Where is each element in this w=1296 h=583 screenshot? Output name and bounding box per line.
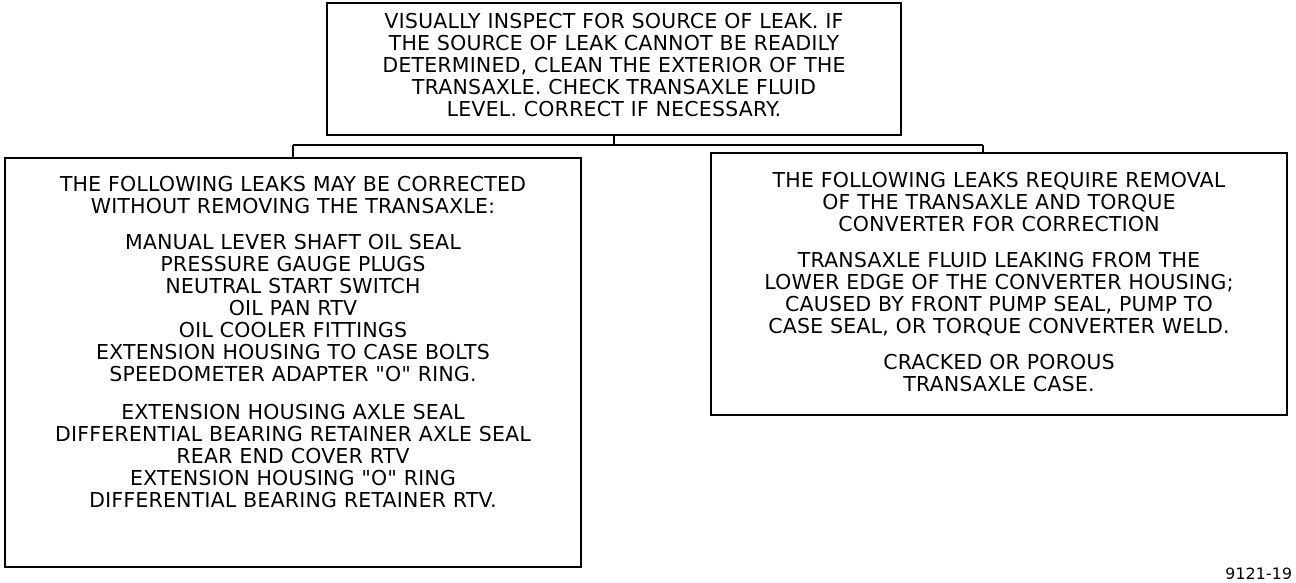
inspect-line: DETERMINED, CLEAN THE EXTERIOR OF THE (382, 53, 846, 77)
leak-item: PRESSURE GAUGE PLUGS (160, 252, 426, 276)
in-vehicle-repairs-box: THE FOLLOWING LEAKS MAY BE CORRECTED WIT… (4, 157, 582, 568)
inspect-line: LEVEL. CORRECT IF NECESSARY. (446, 97, 782, 121)
leak-item: CASE SEAL, OR TORQUE CONVERTER WELD. (768, 314, 1230, 338)
removal-leak-list-2: CRACKED OR POROUS TRANSAXLE CASE. (712, 351, 1286, 395)
leak-item: EXTENSION HOUSING AXLE SEAL (121, 400, 465, 424)
leak-item: REAR END COVER RTV (176, 444, 410, 468)
heading-line: THE FOLLOWING LEAKS REQUIRE REMOVAL (772, 168, 1226, 192)
leak-item: OIL COOLER FITTINGS (178, 318, 408, 342)
leak-item: DIFFERENTIAL BEARING RETAINER RTV. (89, 488, 497, 512)
leak-item: LOWER EDGE OF THE CONVERTER HOUSING; (764, 270, 1234, 294)
leak-item: CAUSED BY FRONT PUMP SEAL, PUMP TO (785, 292, 1213, 316)
leak-item: OIL PAN RTV (228, 296, 358, 320)
leak-item: DIFFERENTIAL BEARING RETAINER AXLE SEAL (55, 422, 531, 446)
figure-code: 9121-19 (1225, 564, 1292, 583)
leak-item: TRANSAXLE CASE. (903, 372, 1095, 396)
in-vehicle-leak-list-2: EXTENSION HOUSING AXLE SEAL DIFFERENTIAL… (6, 401, 580, 511)
heading-line: WITHOUT REMOVING THE TRANSAXLE: (90, 194, 496, 218)
leak-item: EXTENSION HOUSING "O" RING (129, 466, 457, 490)
removal-leak-list-1: TRANSAXLE FLUID LEAKING FROM THE LOWER E… (712, 249, 1286, 337)
leak-item: CRACKED OR POROUS (883, 350, 1115, 374)
inspect-line: THE SOURCE OF LEAK CANNOT BE READILY (388, 31, 840, 55)
leak-item: NEUTRAL START SWITCH (165, 274, 421, 298)
inspect-step-box: VISUALLY INSPECT FOR SOURCE OF LEAK. IF … (326, 2, 902, 136)
leak-item: MANUAL LEVER SHAFT OIL SEAL (125, 230, 461, 254)
leak-item: TRANSAXLE FLUID LEAKING FROM THE (797, 248, 1201, 272)
heading-line: OF THE TRANSAXLE AND TORQUE (822, 190, 1176, 214)
removal-required-box: THE FOLLOWING LEAKS REQUIRE REMOVAL OF T… (710, 152, 1288, 416)
removal-heading: THE FOLLOWING LEAKS REQUIRE REMOVAL OF T… (712, 169, 1286, 235)
inspect-line: TRANSAXLE. CHECK TRANSAXLE FLUID (411, 75, 817, 99)
heading-line: CONVERTER FOR CORRECTION (838, 212, 1160, 236)
leak-item: SPEEDOMETER ADAPTER "O" RING. (109, 362, 477, 386)
heading-line: THE FOLLOWING LEAKS MAY BE CORRECTED (59, 172, 527, 196)
inspect-line: VISUALLY INSPECT FOR SOURCE OF LEAK. IF (384, 9, 844, 33)
in-vehicle-leak-list-1: MANUAL LEVER SHAFT OIL SEAL PRESSURE GAU… (6, 231, 580, 385)
leak-item: EXTENSION HOUSING TO CASE BOLTS (95, 340, 490, 364)
in-vehicle-heading: THE FOLLOWING LEAKS MAY BE CORRECTED WIT… (6, 173, 580, 217)
